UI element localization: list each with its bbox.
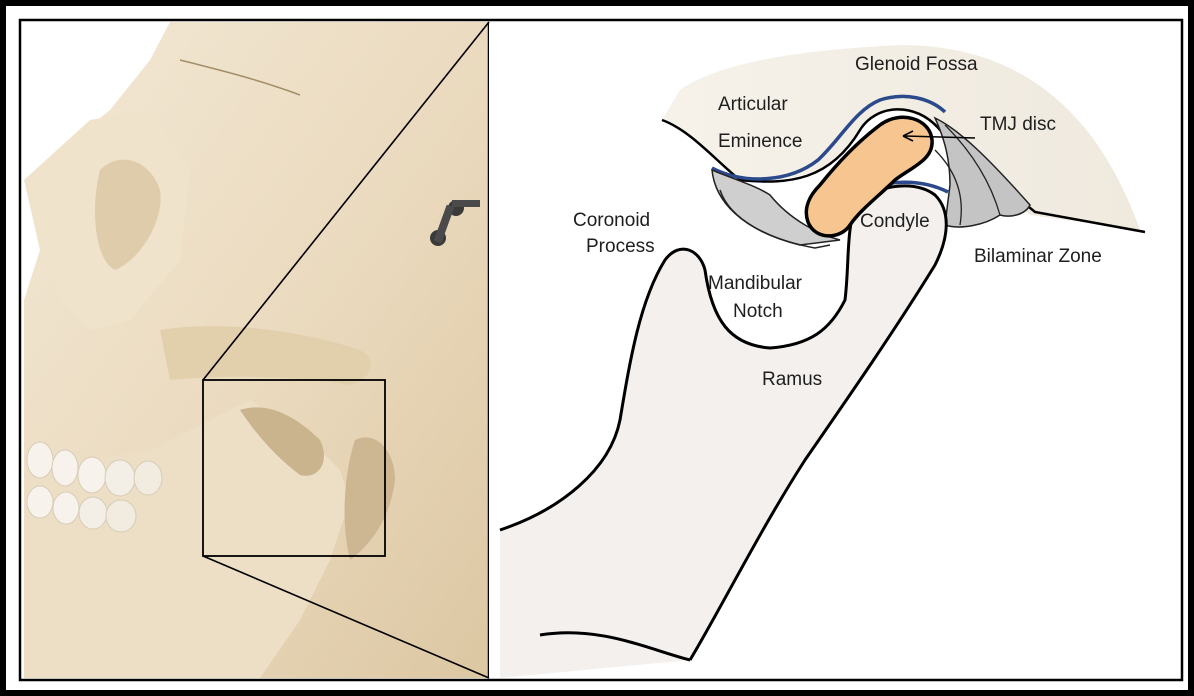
label-bilaminar-zone: Bilaminar Zone [974,246,1102,267]
label-ramus: Ramus [762,369,822,390]
label-tmj-disc: TMJ disc [980,114,1056,135]
label-coronoid: Coronoid [573,210,650,231]
label-process: Process [586,236,655,257]
label-condyle: Condyle [860,211,930,232]
label-notch: Notch [733,301,783,322]
skull-photo [22,22,489,678]
label-glenoid-fossa: Glenoid Fossa [855,54,978,75]
label-eminence: Eminence [718,131,803,152]
label-mandibular: Mandibular [708,273,803,294]
label-articular: Articular [718,94,788,115]
